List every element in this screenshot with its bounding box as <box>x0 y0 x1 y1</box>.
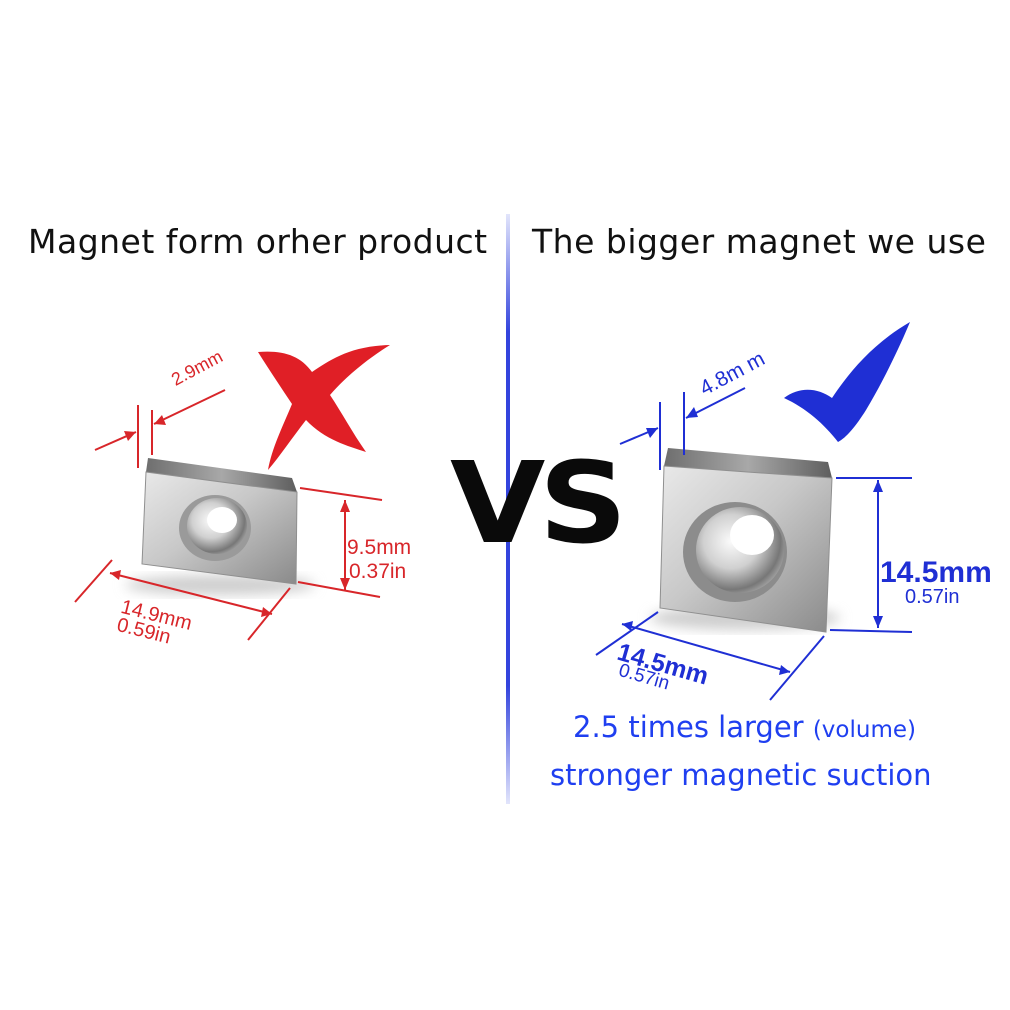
right-arrowheads <box>622 407 883 675</box>
right-magnet <box>650 448 840 633</box>
left-height-in-label: 0.37in <box>349 560 407 583</box>
right-height-mm-label: 14.5mm <box>880 556 992 589</box>
left-heading: Magnet form orher product <box>28 222 488 261</box>
caption-volume-note: (volume) <box>812 717 916 743</box>
caption-volume: 2.5 times larger (volume) <box>573 710 916 744</box>
blue-check-icon <box>784 322 910 442</box>
left-magnet <box>125 458 315 595</box>
right-dimension-lines <box>595 387 913 701</box>
vs-label: VS <box>450 439 627 569</box>
left-height-mm-label: 9.5mm <box>347 536 412 559</box>
left-dimension-lines <box>74 389 383 641</box>
right-height-in-label: 0.57in <box>905 586 960 608</box>
center-divider <box>506 214 510 804</box>
caption-suction: stronger magnetic suction <box>550 758 932 792</box>
caption-volume-main: 2.5 times larger <box>573 710 804 744</box>
right-heading: The bigger magnet we use <box>532 222 987 261</box>
red-cross-icon <box>258 345 390 470</box>
left-arrowheads <box>110 415 350 617</box>
